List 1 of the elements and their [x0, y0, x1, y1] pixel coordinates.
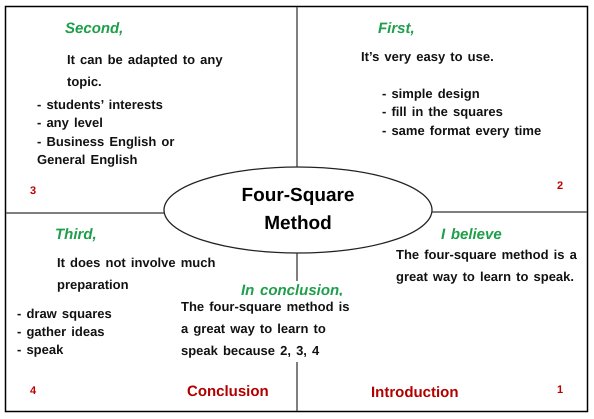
topic-title: Four-Square Method — [240, 184, 356, 236]
